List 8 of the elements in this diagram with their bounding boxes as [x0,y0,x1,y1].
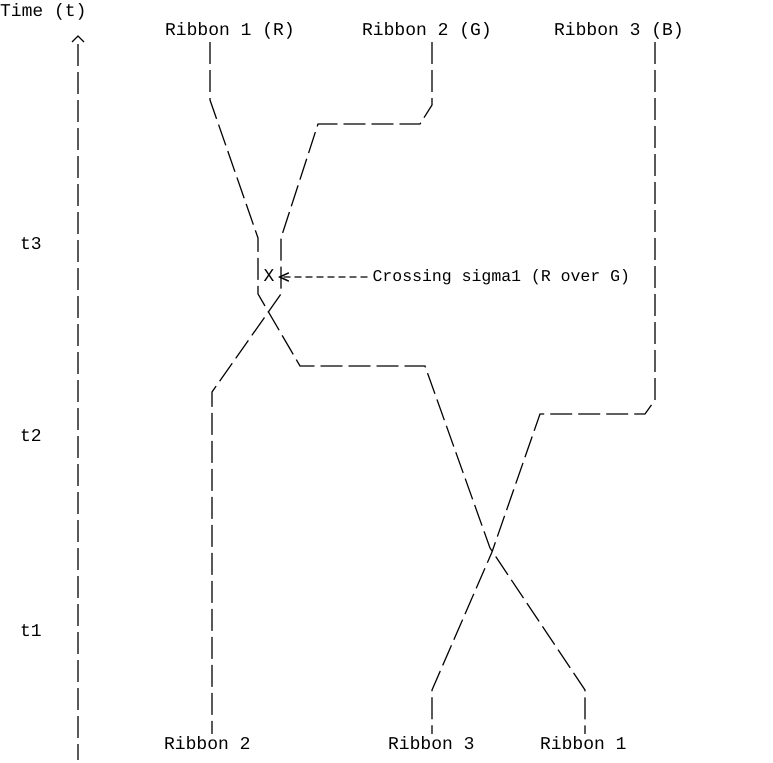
ribbon-strand [211,42,433,734]
leader-arrow [278,272,368,282]
time-tick-label: t3 [20,234,42,256]
axis-title: Time (t) [0,1,86,23]
time-tick-label: t1 [20,621,42,643]
ribbon-strand [431,42,656,734]
ribbon-strand [209,42,586,734]
time-tick-label: t2 [20,426,42,448]
